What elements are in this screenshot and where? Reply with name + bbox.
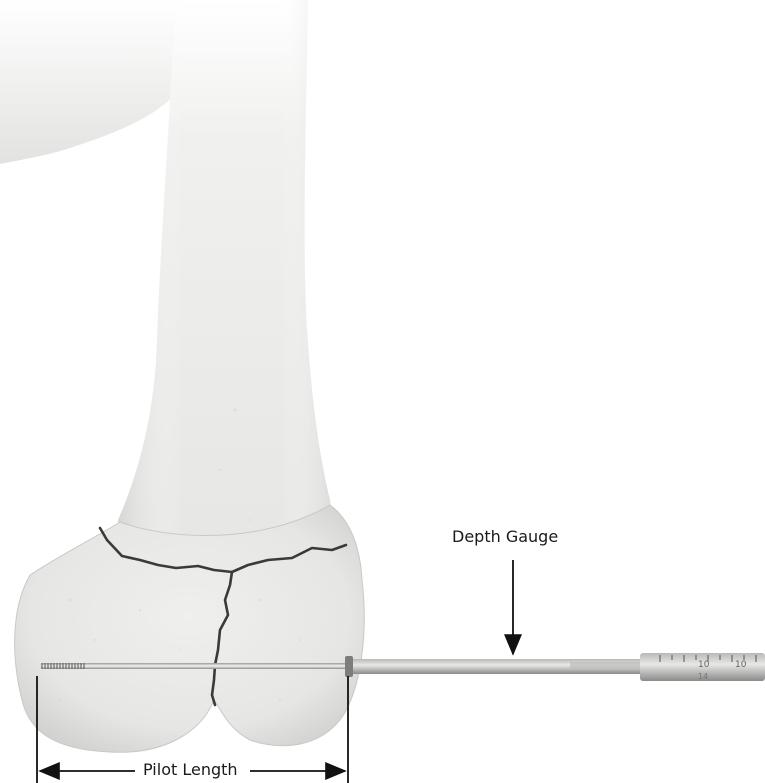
- wire-thread: [42, 663, 84, 669]
- femoral-head-shape: [0, 0, 175, 164]
- pilot-length-label: Pilot Length: [137, 760, 244, 779]
- femur-condyles: [15, 505, 365, 752]
- gauge-scale-number: 14: [698, 672, 708, 681]
- guide-wire: [40, 663, 350, 669]
- gauge-scale-number: 10: [735, 660, 747, 670]
- depth-gauge-label: Depth Gauge: [452, 527, 558, 546]
- gauge-scale-number: 10: [698, 660, 710, 670]
